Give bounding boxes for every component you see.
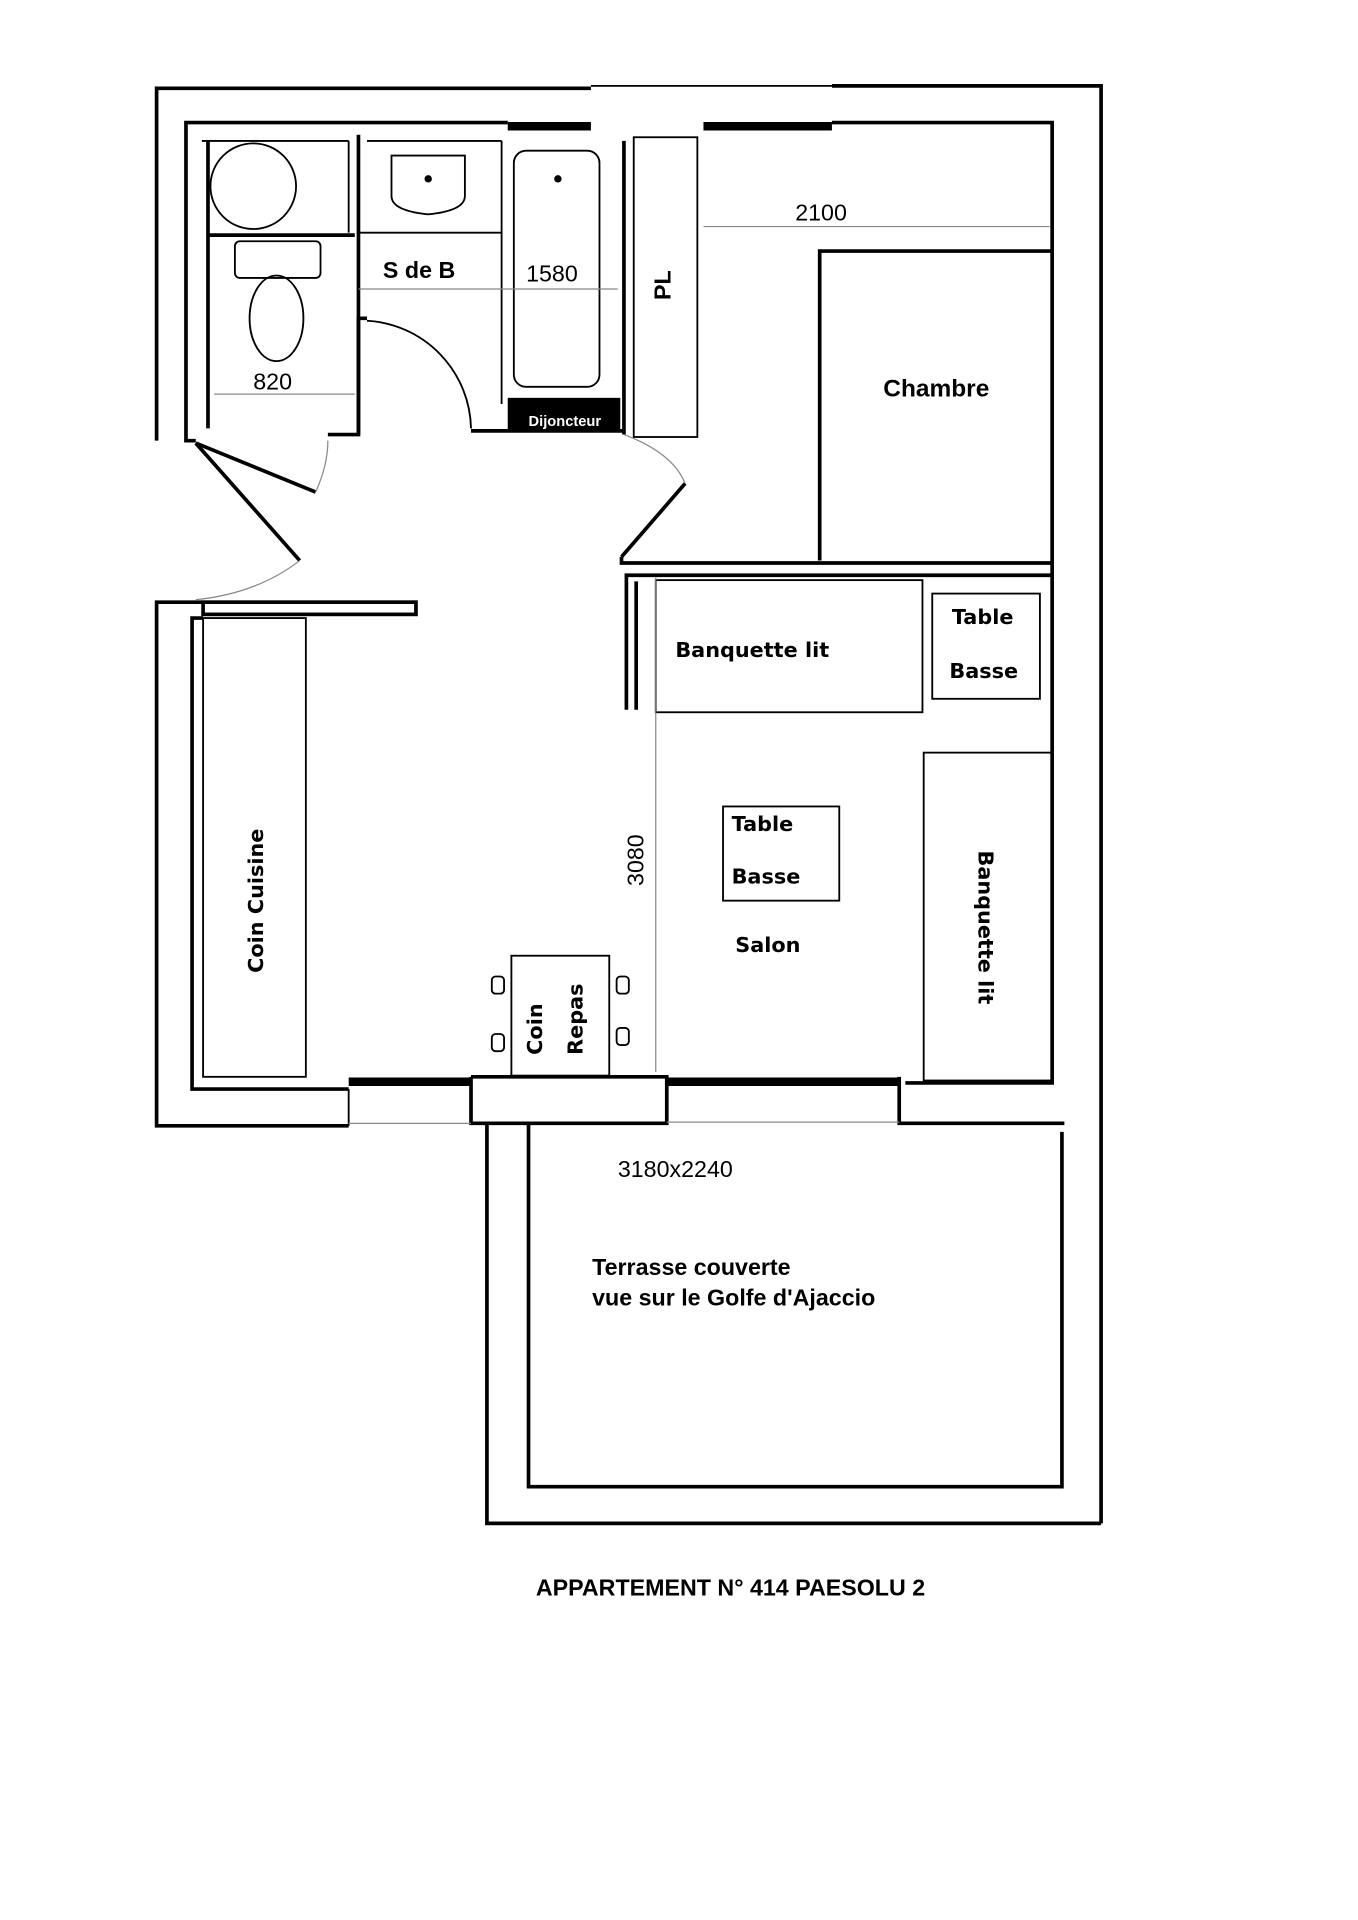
chair-icon <box>490 1033 505 1053</box>
kitchen-counter <box>202 617 307 1078</box>
dimension-lines <box>214 225 1050 1072</box>
dim-wc: 820 <box>253 368 292 394</box>
label-bedroom: Chambre <box>883 376 989 403</box>
chair-icon <box>615 975 630 995</box>
chair-icon <box>615 1026 630 1046</box>
labels: S de B PL Dijoncteur Chambre Banquette l… <box>244 199 1018 1600</box>
label-coffee-table-1b: Basse <box>949 659 1018 683</box>
dim-terrace: 3180x2240 <box>618 1156 733 1182</box>
dim-living: 3080 <box>623 834 649 886</box>
label-terrace-1: Terrasse couverte <box>592 1254 791 1280</box>
label-closet: PL <box>649 270 675 300</box>
walls <box>154 84 1103 1526</box>
label-living: Salon <box>735 933 800 957</box>
breaker-box <box>507 397 621 430</box>
bathtub-icon <box>512 149 601 388</box>
label-bathroom: S de B <box>383 257 455 283</box>
label-breaker: Dijoncteur <box>529 414 602 430</box>
label-dining-2: Repas <box>563 983 587 1054</box>
label-kitchen: Coin Cuisine <box>244 829 268 973</box>
toilet-icon <box>233 240 322 279</box>
sink-icon <box>390 154 466 216</box>
dining-table <box>510 954 611 1077</box>
label-dining-1: Coin <box>523 1003 547 1054</box>
label-terrace-2: vue sur le Golfe d'Ajaccio <box>592 1285 875 1311</box>
label-sofa-bed-top: Banquette lit <box>675 638 829 662</box>
label-coffee-table-1a: Table <box>952 605 1014 629</box>
plan-title: APPARTEMENT N° 414 PAESOLU 2 <box>536 1575 925 1601</box>
sofa-bed-right <box>922 751 1054 1082</box>
label-coffee-table-2b: Basse <box>732 865 801 889</box>
coffee-table-center <box>722 805 841 902</box>
coffee-table-corner <box>931 592 1041 700</box>
dim-bedroom: 2100 <box>795 199 847 225</box>
chair-icon <box>490 975 505 995</box>
dim-bath: 1580 <box>526 261 578 287</box>
label-sofa-bed-right: Banquette lit <box>974 851 998 1005</box>
shower-icon <box>209 142 297 230</box>
label-coffee-table-2a: Table <box>732 812 794 836</box>
